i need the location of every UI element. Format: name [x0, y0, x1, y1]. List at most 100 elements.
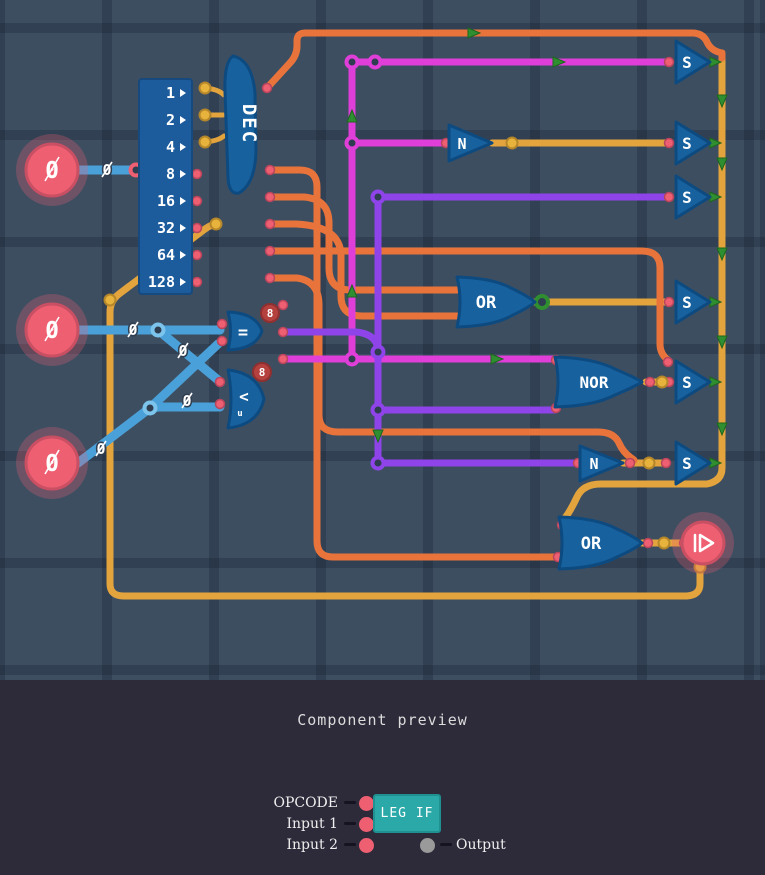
decoder-component[interactable]: DEC — [223, 54, 260, 195]
pin[interactable] — [663, 56, 675, 68]
gold-node[interactable] — [655, 375, 669, 389]
output-pin[interactable] — [672, 512, 734, 574]
wire-input3-to-eq[interactable] — [145, 339, 223, 413]
purple-node[interactable] — [370, 344, 386, 360]
less-than-gate-body[interactable] — [226, 368, 266, 430]
gold-node[interactable] — [209, 217, 223, 231]
switch-5-body[interactable] — [674, 359, 712, 405]
pin[interactable] — [191, 222, 203, 234]
gold-node[interactable] — [103, 293, 117, 307]
nor-gate-body[interactable] — [553, 355, 644, 409]
switch-2-body[interactable] — [674, 120, 712, 166]
green-node[interactable] — [534, 294, 550, 310]
equal-gate-body[interactable] — [226, 310, 264, 352]
or-gate-1[interactable]: OR — [455, 275, 537, 329]
wire-fan-4[interactable] — [266, 247, 672, 364]
pin[interactable] — [264, 272, 276, 284]
or-gate-2-body[interactable] — [557, 515, 644, 571]
pin[interactable] — [277, 353, 289, 365]
bit-width-badge-label: 8 — [267, 307, 274, 320]
switch-1[interactable]: S — [674, 39, 712, 85]
pin[interactable] — [624, 457, 636, 469]
wire-purple-source[interactable] — [279, 328, 382, 356]
switch-4-label: S — [682, 293, 692, 312]
magenta-node[interactable] — [367, 54, 383, 70]
pin[interactable] — [264, 191, 276, 203]
gold-node[interactable] — [198, 108, 212, 122]
switch-3[interactable]: S — [674, 174, 712, 220]
switch-5[interactable]: S — [674, 359, 712, 405]
pin[interactable] — [191, 168, 203, 180]
decoder-body[interactable] — [223, 54, 258, 195]
magenta-node[interactable] — [344, 135, 360, 151]
purple-node[interactable] — [370, 402, 386, 418]
pin[interactable] — [663, 191, 675, 203]
pin[interactable] — [214, 398, 226, 410]
pin[interactable] — [264, 164, 276, 176]
or-gate-2[interactable]: OR — [557, 515, 644, 571]
pin[interactable] — [644, 376, 656, 388]
gold-node[interactable] — [198, 135, 212, 149]
wire-input2-to-less[interactable] — [153, 325, 223, 385]
purple-node[interactable] — [370, 189, 386, 205]
pin[interactable] — [277, 299, 289, 311]
not-gate-1[interactable]: N — [447, 123, 494, 163]
switch-6[interactable]: S — [674, 440, 712, 486]
row-arrow-icon — [180, 197, 186, 205]
not-gate-2-body[interactable] — [578, 444, 625, 483]
pin[interactable] — [191, 276, 203, 288]
not-gate-2[interactable]: N — [578, 444, 625, 483]
pin[interactable] — [191, 249, 203, 261]
byte-splitter-body[interactable] — [138, 78, 193, 295]
wire-bottom-feedback-loop[interactable] — [106, 220, 704, 600]
pin[interactable] — [277, 326, 289, 338]
wire-fan-3[interactable] — [266, 220, 461, 320]
switch-1-body[interactable] — [674, 39, 712, 85]
gold-node[interactable] — [642, 456, 656, 470]
pin[interactable] — [660, 457, 672, 469]
switch-4[interactable]: S — [674, 279, 712, 325]
purple-node[interactable] — [370, 455, 386, 471]
not-gate-1-body[interactable] — [447, 123, 494, 163]
pin[interactable] — [264, 245, 276, 257]
pin[interactable] — [662, 356, 674, 368]
switch-6-body[interactable] — [674, 440, 712, 486]
pin[interactable] — [261, 82, 273, 94]
bit-width-badge — [252, 362, 272, 382]
switch-3-label: S — [682, 188, 692, 207]
pin[interactable] — [663, 296, 675, 308]
wire-value-zero: 0 — [177, 341, 189, 362]
switch-4-body[interactable] — [674, 279, 712, 325]
wire-fan-5[interactable] — [266, 274, 638, 464]
pin[interactable] — [216, 335, 228, 347]
pin[interactable] — [663, 137, 675, 149]
preview-pin-label-output: Output — [456, 837, 506, 853]
or-gate-1-body[interactable] — [455, 275, 537, 329]
wire-top-loop[interactable] — [263, 29, 726, 92]
input-pin-1[interactable]: 0 — [16, 134, 88, 206]
byte-splitter[interactable]: 1 2 4 8 16 32 64 128 — [138, 78, 193, 295]
pin[interactable] — [216, 318, 228, 330]
pin[interactable] — [264, 218, 276, 230]
switch-2[interactable]: S — [674, 120, 712, 166]
less-than-gate-label: < — [239, 387, 249, 406]
pin[interactable] — [214, 376, 226, 388]
wire-right-bus[interactable] — [558, 52, 726, 528]
input-pin-3[interactable]: 0 — [16, 427, 88, 499]
pin[interactable] — [191, 195, 203, 207]
equal-gate[interactable]: = — [226, 310, 264, 352]
gold-node[interactable] — [657, 536, 671, 550]
less-than-gate[interactable]: < u — [226, 368, 266, 430]
splitter-row-label: 64 — [157, 246, 175, 264]
gold-node[interactable] — [198, 81, 212, 95]
pin[interactable] — [642, 537, 654, 549]
input-pin-2[interactable]: 0 — [16, 294, 88, 366]
blue-node[interactable] — [142, 400, 158, 416]
nor-gate[interactable]: NOR — [553, 355, 644, 409]
gold-node[interactable] — [505, 136, 519, 150]
blue-node[interactable] — [150, 322, 166, 338]
magenta-node[interactable] — [344, 54, 360, 70]
magenta-node[interactable] — [344, 351, 360, 367]
output-pin-body[interactable] — [680, 520, 726, 566]
switch-3-body[interactable] — [674, 174, 712, 220]
